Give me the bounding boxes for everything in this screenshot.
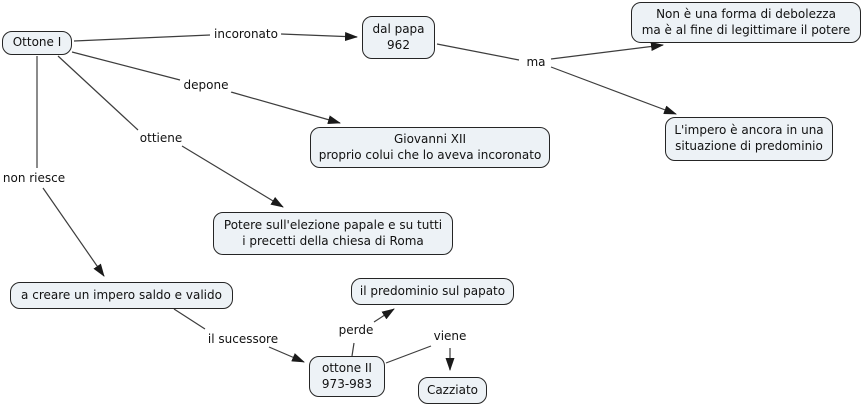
link-label-il-sucessore[interactable]: il sucessore [204,331,282,347]
connector-ottoneii-perde [351,342,355,357]
node-potere-elezione[interactable]: Potere sull'elezione papale e su tutti i… [213,212,453,255]
link-label-depone[interactable]: depone [180,77,232,93]
node-impero-predominio[interactable]: L'impero è ancora in una situazione di p… [665,117,833,161]
connector-ma-impero [550,66,677,115]
link-label-perde[interactable]: perde [335,322,377,338]
link-label-non-riesce[interactable]: non riesce [0,170,69,186]
connector-ottone-depone [71,51,181,81]
node-non-debolezza[interactable]: Non è una forma di debolezza ma è al fin… [631,2,861,43]
node-giovanni-xii[interactable]: Giovanni XII proprio colui che lo aveva … [310,127,550,168]
node-cazziato[interactable]: Cazziato [418,377,487,404]
connector-perde-predominio [373,308,395,323]
connector-dalpapa-ma [436,43,520,61]
link-label-ottiene[interactable]: ottiene [136,130,186,146]
connector-ottoneii-viene [385,345,432,364]
node-ottone-ii[interactable]: ottone II 973-983 [309,356,385,397]
node-ottone-i[interactable]: Ottone I [2,31,72,55]
connector-ma-nondebolezza [550,42,664,60]
connector-incoronato-dalpapa [280,32,358,42]
connector-sucessore-ottoneii [268,346,305,363]
connector-ottone-ottiene [57,55,139,131]
connector-ottiene-potere [181,145,284,208]
connector-ottone-incoronato [73,34,211,42]
link-label-viene[interactable]: viene [430,328,470,344]
connector-acreare-sucessore [173,308,206,330]
connector-depone-giovanni [230,91,341,125]
node-dal-papa-962[interactable]: dal papa 962 [362,16,435,59]
node-a-creare-impero[interactable]: a creare un impero saldo e valido [10,282,233,309]
node-predominio-papato[interactable]: il predominio sul papato [351,278,514,305]
connector-nonriesce-acreare [42,187,105,277]
link-label-incoronato[interactable]: incoronato [211,26,281,42]
link-label-ma[interactable]: ma [523,54,549,70]
